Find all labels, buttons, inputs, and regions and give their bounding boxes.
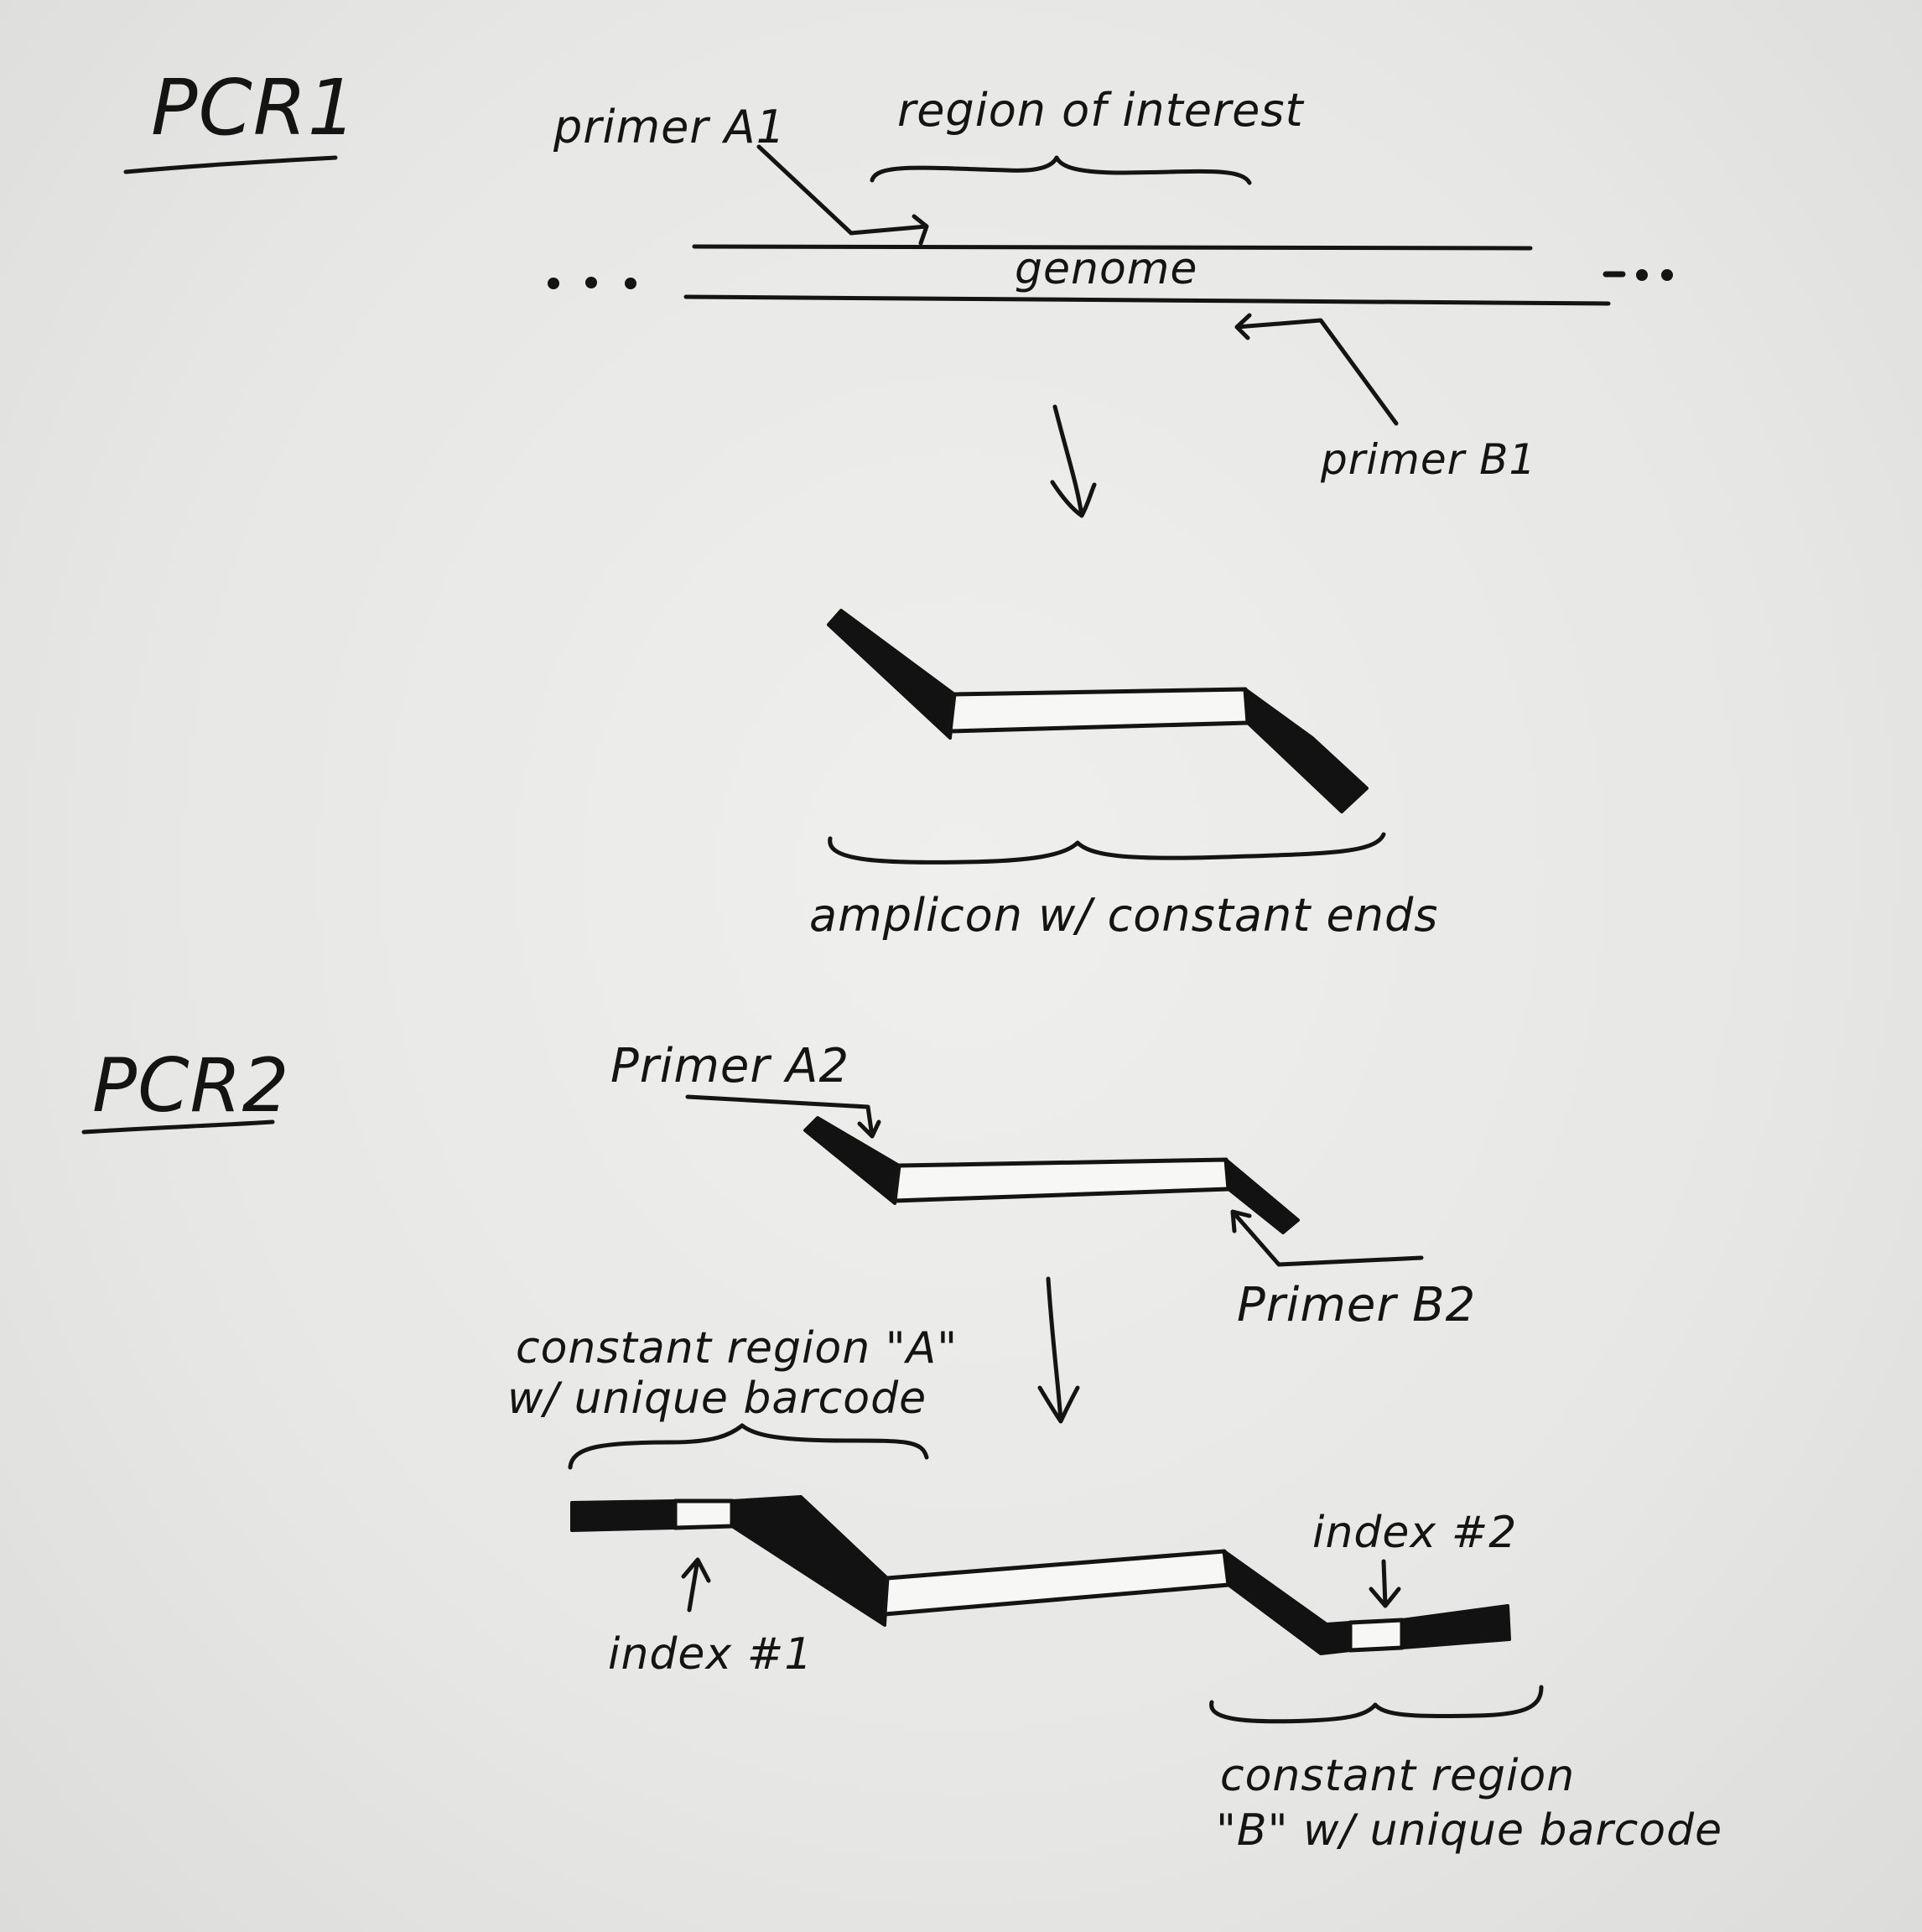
primer-a1-arrow [756, 144, 929, 246]
constant-b-right-segment [1400, 1604, 1511, 1649]
pcr1-title-underline [123, 155, 338, 174]
genome-ellipsis-right [1603, 269, 1673, 281]
index-1-arrow [681, 1557, 711, 1613]
genome-label: genome [1015, 244, 1197, 294]
amplicon-label: amplicon w/ constant ends [809, 889, 1438, 942]
primer-a2-label: Primer A2 [610, 1039, 849, 1093]
final-product [570, 1495, 1511, 1655]
constant-a-right-segment [730, 1495, 889, 1627]
amplicon-pcr1 [827, 609, 1369, 813]
index-2-arrow [1369, 1559, 1401, 1608]
genome-bottom-strand [683, 294, 1611, 306]
genome-top-strand [692, 244, 1533, 251]
amplicon-left-constant-end [827, 609, 956, 740]
region-of-interest-brace [870, 155, 1252, 185]
primer-a1-label: primer A1 [553, 101, 786, 153]
final-product-middle [882, 1549, 1231, 1617]
pcr2-title-underline [81, 1119, 275, 1135]
constant-a-left-segment [570, 1499, 677, 1532]
region-of-interest-label: region of interest [897, 84, 1305, 137]
primer-b2-label: Primer B2 [1237, 1278, 1476, 1332]
constant-region-b-label-line2: "B" w/ unique barcode [1216, 1805, 1722, 1856]
constant-region-a-label-line1: constant region "A" [516, 1323, 958, 1374]
primer-b1-label: primer B1 [1320, 435, 1536, 484]
constant-region-a-brace [568, 1423, 929, 1470]
constant-region-b-brace [1209, 1685, 1544, 1724]
index-2-barcode [1348, 1618, 1405, 1653]
index-1-barcode [673, 1498, 735, 1530]
constant-region-a-label-line2: w/ unique barcode [507, 1374, 927, 1424]
constant-region-b-label-line1: constant region [1220, 1751, 1575, 1801]
primer-b1-arrow [1234, 313, 1399, 426]
amplicon-pcr2-template [803, 1116, 1300, 1234]
index-2-label: index #2 [1312, 1508, 1517, 1558]
down-arrow-1 [1050, 404, 1097, 518]
pcr2-template-right-end [1224, 1158, 1300, 1234]
genome-ellipsis-left [548, 277, 636, 289]
index-1-label: index #1 [608, 1629, 813, 1680]
amplicon-brace [828, 832, 1386, 865]
primer-a2-arrow [685, 1094, 881, 1139]
down-arrow-2 [1037, 1276, 1080, 1424]
amplicon-middle-region [948, 687, 1250, 734]
pcr2-template-left-end [803, 1116, 901, 1205]
pcr2-title: PCR2 [92, 1042, 290, 1129]
pcr2-template-middle [892, 1157, 1231, 1203]
pcr1-title: PCR1 [151, 63, 357, 153]
primer-b2-arrow [1230, 1209, 1424, 1267]
amplicon-right-constant-end [1244, 688, 1369, 813]
constant-b-left-segment [1223, 1550, 1352, 1655]
